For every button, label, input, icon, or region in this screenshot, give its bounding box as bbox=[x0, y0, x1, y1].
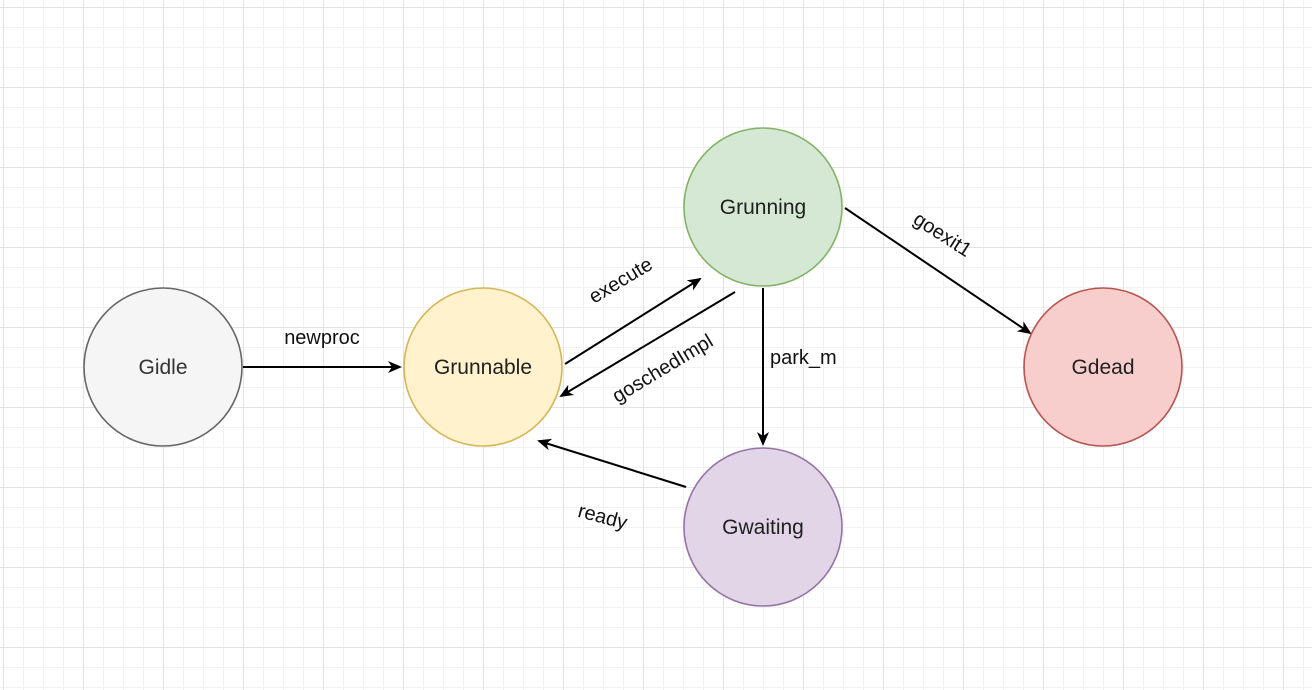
edge-goexit1-arrow bbox=[844, 207, 1032, 335]
state-gidle[interactable]: Gidle bbox=[83, 287, 243, 447]
edge-ready-arrow bbox=[537, 438, 687, 488]
edge-ready: ready bbox=[537, 438, 687, 534]
edge-park-m: park_m bbox=[757, 288, 837, 446]
edge-goexit1: goexit1 bbox=[844, 207, 1032, 335]
state-gwaiting[interactable]: Gwaiting bbox=[683, 447, 843, 607]
state-grunning-label: Grunning bbox=[720, 196, 806, 219]
state-gidle-label: Gidle bbox=[138, 356, 187, 379]
state-grunnable-label: Grunnable bbox=[434, 356, 532, 379]
state-gdead-circle bbox=[1023, 287, 1183, 447]
state-grunning[interactable]: Grunning bbox=[683, 127, 843, 287]
edge-label-goschedImpl: goschedImpl bbox=[609, 330, 718, 407]
edge-goschedImpl-arrow bbox=[559, 291, 736, 398]
state-gidle-circle bbox=[83, 287, 243, 447]
edge-label-ready: ready bbox=[576, 500, 630, 534]
state-gwaiting-circle bbox=[683, 447, 843, 607]
edge-label-park-m: park_m bbox=[770, 347, 837, 369]
edge-execute-arrow bbox=[564, 277, 702, 365]
edge-label-goexit1: goexit1 bbox=[909, 208, 975, 262]
edge-newproc: newproc bbox=[243, 327, 402, 373]
edge-label-newproc: newproc bbox=[284, 327, 360, 349]
edge-label-execute: execute bbox=[585, 253, 656, 308]
state-grunnable[interactable]: Grunnable bbox=[403, 287, 563, 447]
state-gdead-label: Gdead bbox=[1071, 356, 1134, 379]
state-grunning-circle bbox=[683, 127, 843, 287]
state-gwaiting-label: Gwaiting bbox=[722, 516, 804, 539]
state-gdead[interactable]: Gdead bbox=[1023, 287, 1183, 447]
state-grunnable-circle bbox=[403, 287, 563, 447]
